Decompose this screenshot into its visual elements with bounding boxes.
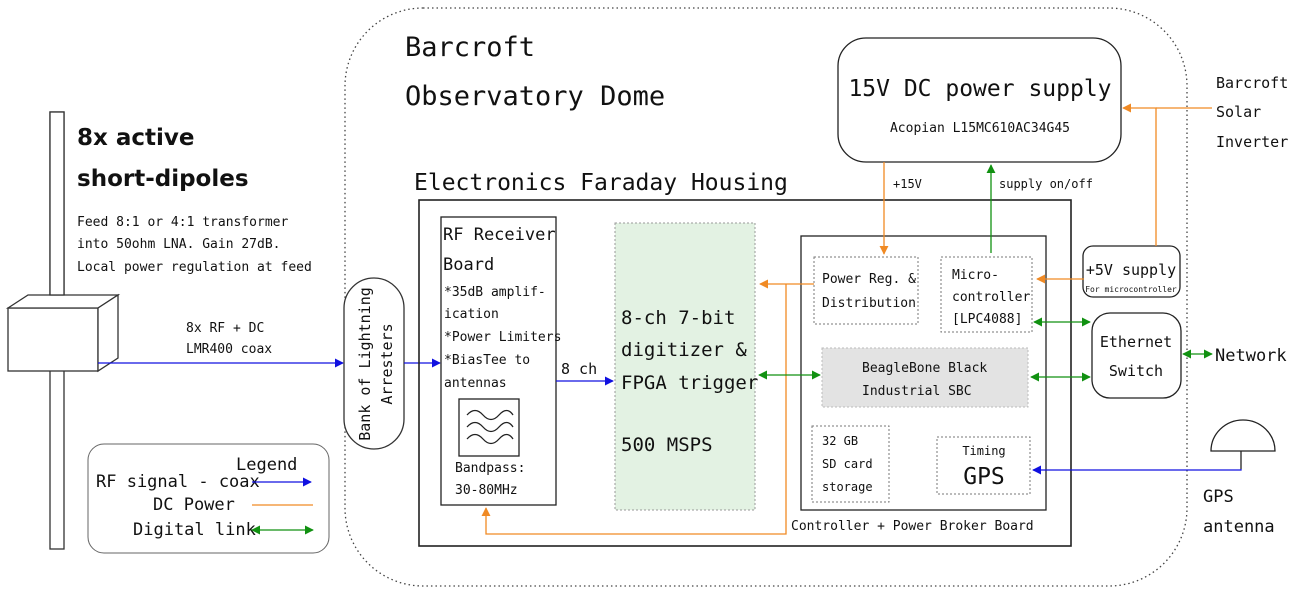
gps-antenna-line2: antenna	[1203, 517, 1275, 537]
psu-onoff-label: supply on/off	[999, 177, 1093, 191]
fpga-sample-rate: 500 MSPS	[621, 434, 713, 456]
fpga-label-line1: 8-ch 7-bit	[621, 307, 735, 329]
rf-board-item-1: *35dB amplif-	[444, 285, 546, 300]
rf-board-title-line2: Board	[443, 255, 494, 275]
power-reg-line2: Distribution	[822, 296, 916, 311]
rf-receiver-board	[440, 216, 557, 506]
ethernet-switch-box	[1091, 312, 1182, 399]
dc-power-lines	[481, 103, 1212, 535]
legend-rf-label: RF signal - coax	[96, 472, 260, 492]
fpga-label-line2: digitizer &	[621, 339, 747, 361]
legend-digital-label: Digital link	[133, 520, 256, 540]
gps-antenna-to-timing	[1032, 465, 1242, 475]
housing-title: Electronics Faraday Housing	[414, 170, 788, 196]
sd-line3: storage	[822, 480, 873, 494]
gps-label: GPS	[963, 464, 1005, 490]
gps-antenna-line1: GPS	[1203, 487, 1234, 507]
sd-line2: SD card	[822, 457, 873, 471]
micro-line1: Micro-	[952, 268, 999, 283]
dipole-antenna-icon	[5, 111, 121, 550]
network-label: Network	[1215, 346, 1287, 366]
psu-model: Acopian L15MC610AC34G45	[890, 121, 1070, 136]
micro-line2: controller	[952, 290, 1030, 305]
power-reg-line1: Power Reg. &	[822, 272, 916, 287]
antenna-title-line1: 8x active	[77, 125, 194, 151]
antenna-desc-line2: into 50ohm LNA. Gain 27dB.	[77, 237, 281, 252]
supply-5v-sub: For microcontroller	[1085, 285, 1177, 294]
dome-title-line1: Barcroft	[405, 32, 535, 63]
fpga-digitizer-block	[614, 222, 756, 511]
observatory-dome-outline	[344, 7, 1188, 587]
bandpass-label-line2: 30-80MHz	[455, 483, 518, 498]
cable-label-line1: 8x RF + DC	[186, 321, 264, 336]
digital-links	[758, 164, 1213, 382]
timing-label: Timing	[962, 444, 1005, 458]
timing-gps-box	[936, 436, 1031, 495]
beaglebone-sbc-box	[821, 347, 1029, 408]
sbc-line1: BeagleBone Black	[862, 361, 987, 376]
solar-line3: Inverter	[1216, 133, 1288, 151]
bandpass-label-line1: Bandpass:	[455, 461, 525, 476]
lightning-label-line1: Bank of Lightning	[356, 287, 374, 441]
microcontroller-box	[940, 256, 1033, 333]
antenna-desc-line3: Local power regulation at feed	[77, 260, 312, 275]
rf-board-item-4: *BiasTee to	[444, 353, 530, 368]
controller-board-label: Controller + Power Broker Board	[791, 519, 1034, 534]
ethernet-line1: Ethernet	[1100, 333, 1172, 351]
antenna-title-line2: short-dipoles	[77, 166, 249, 192]
supply-5v-title: +5V supply	[1086, 261, 1176, 279]
solar-line2: Solar	[1216, 103, 1261, 121]
gps-antenna-icon	[1210, 419, 1276, 469]
dome-title-line2: Observatory Dome	[405, 81, 665, 112]
cable-label-line2: LMR400 coax	[186, 342, 272, 357]
sbc-line2: Industrial SBC	[862, 384, 972, 399]
psu-box	[837, 37, 1122, 163]
power-reg-box	[813, 256, 919, 325]
rf-board-item-5: antennas	[444, 376, 507, 391]
lightning-label-line2: Arresters	[378, 323, 396, 404]
sd-card-box	[811, 425, 890, 503]
psu-15v-label: +15V	[893, 177, 922, 191]
rf-board-item-3: *Power Limiters	[444, 330, 561, 345]
sd-line1: 32 GB	[822, 434, 858, 448]
psu-title: 15V DC power supply	[848, 76, 1111, 102]
solar-line1: Barcroft	[1216, 74, 1288, 92]
ethernet-line2: Switch	[1109, 362, 1163, 380]
micro-line3: [LPC4088]	[952, 312, 1022, 327]
supply-5v-box	[1082, 245, 1181, 298]
channel-count-label: 8 ch	[561, 360, 597, 378]
antenna-desc-line1: Feed 8:1 or 4:1 transformer	[77, 215, 288, 230]
legend-dc-label: DC Power	[153, 495, 235, 515]
rf-board-item-2: ication	[444, 307, 499, 322]
fpga-label-line3: FPGA trigger	[621, 372, 758, 394]
bandpass-filter-icon	[458, 398, 520, 457]
legend-title: Legend	[236, 455, 297, 475]
rf-board-title-line1: RF Receiver	[443, 225, 556, 245]
